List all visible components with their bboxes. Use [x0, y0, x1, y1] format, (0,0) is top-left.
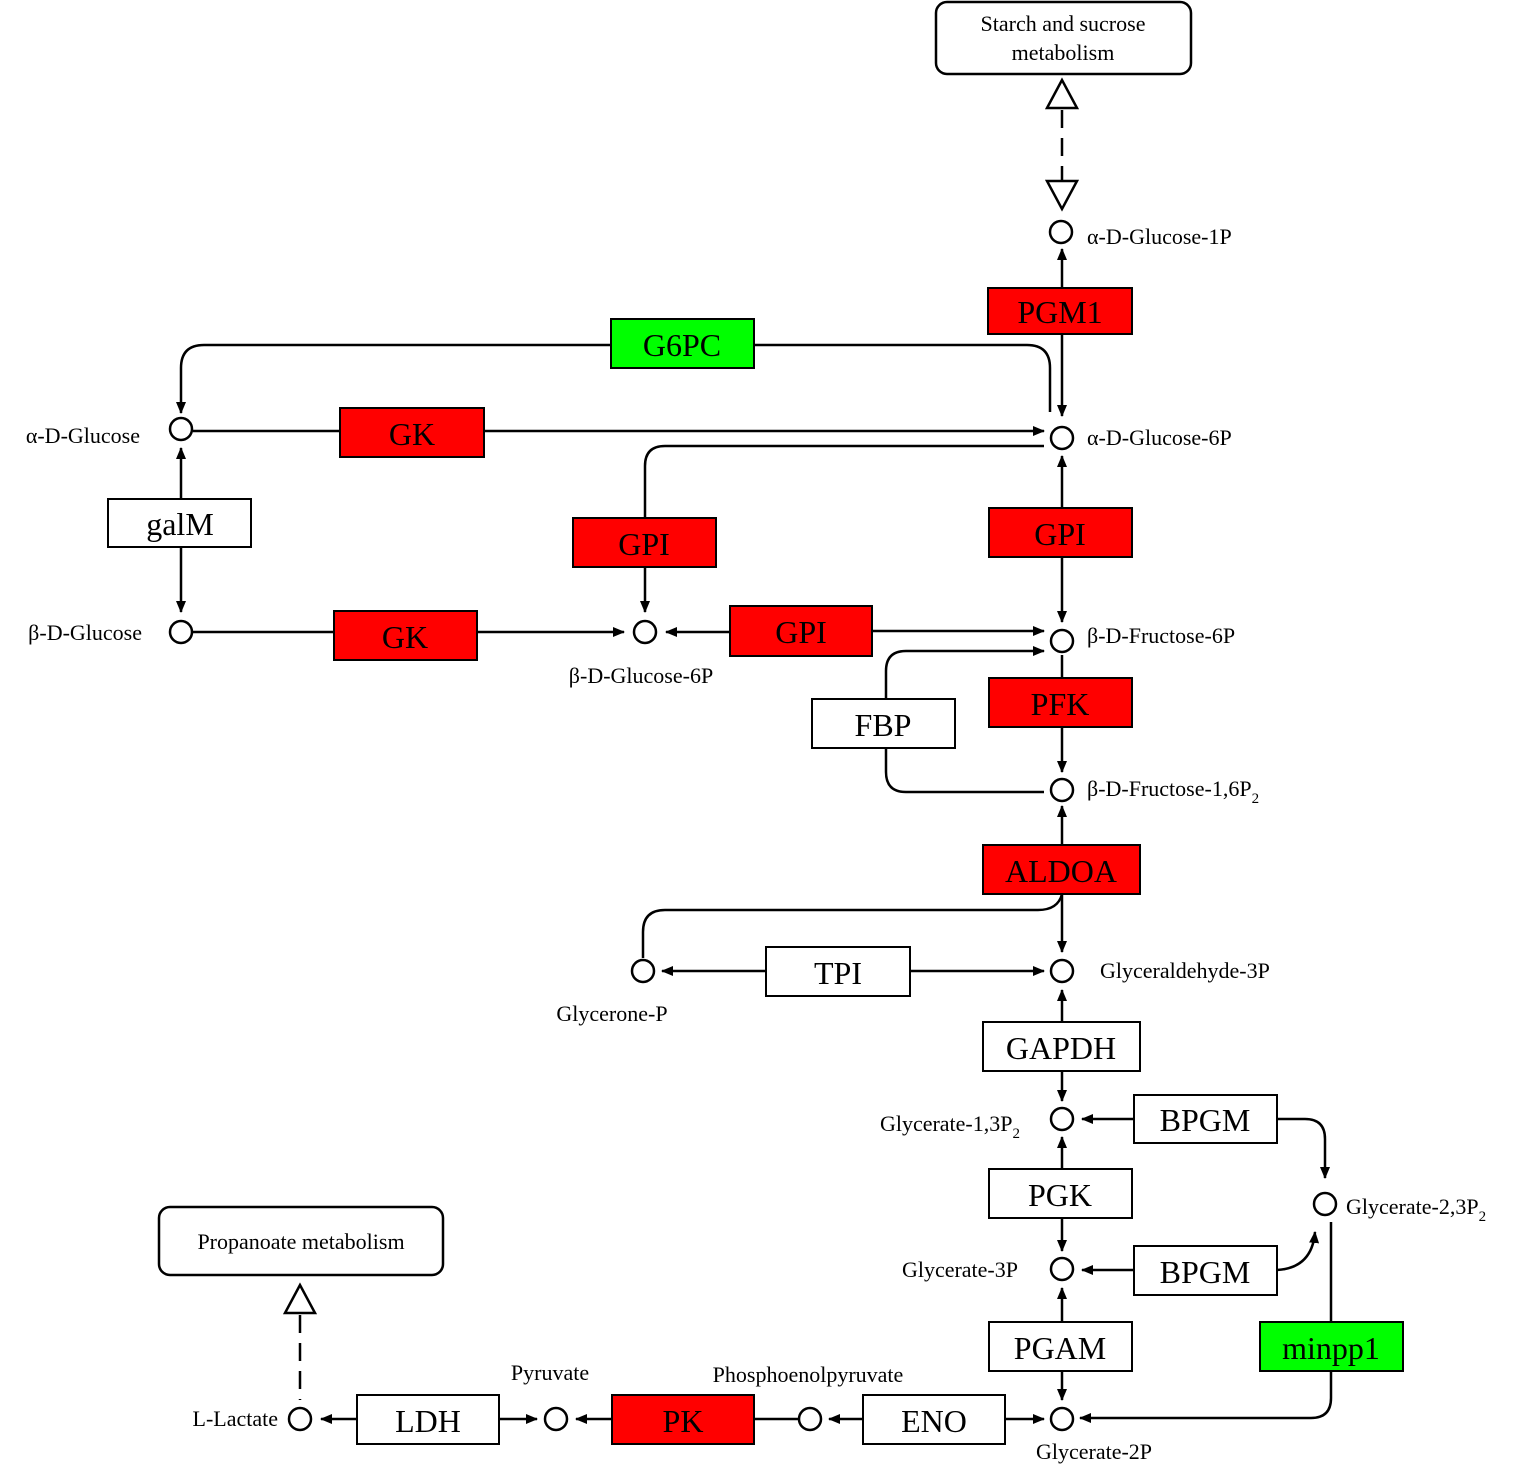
enzyme-pgk-label: PGK: [1028, 1177, 1092, 1213]
node-alpha-glucose-6p[interactable]: [1049, 425, 1075, 451]
enzyme-pfk-label: PFK: [1031, 686, 1090, 722]
label-glycerate-3p: Glycerate-3P: [902, 1257, 1018, 1282]
enzyme-bpgm-2[interactable]: BPGM: [1133, 1245, 1278, 1296]
enzyme-bpgm-1-label: BPGM: [1160, 1102, 1251, 1138]
label-glycerate-13p2-main: Glycerate-1,3P: [880, 1111, 1013, 1136]
node-glycerate-3p[interactable]: [1049, 1256, 1075, 1282]
enzyme-fbp-label: FBP: [855, 707, 912, 743]
label-l-lactate: L-Lactate: [193, 1406, 279, 1431]
propanoate-link-arrow: [282, 1282, 318, 1315]
propanoate-link[interactable]: Propanoate metabolism: [157, 1205, 445, 1277]
enzyme-bpgm-2-label: BPGM: [1160, 1254, 1251, 1290]
enzyme-gpi-right[interactable]: GPI: [988, 507, 1133, 558]
edge-minpp1-bottom: [1079, 1371, 1333, 1423]
enzyme-pk[interactable]: PK: [611, 1394, 755, 1445]
enzyme-boxes: PGM1 G6PC GK galM GPI GPI GK GPI: [107, 287, 1404, 1445]
enzyme-aldoa[interactable]: ALDOA: [982, 844, 1141, 895]
enzyme-pgk[interactable]: PGK: [988, 1168, 1133, 1219]
node-beta-glucose-6p[interactable]: [632, 619, 658, 645]
label-glycerate-23p2-main: Glycerate-2,3P: [1346, 1194, 1479, 1219]
enzyme-pgam-label: PGAM: [1014, 1330, 1106, 1366]
enzyme-aldoa-label: ALDOA: [1005, 853, 1117, 889]
enzyme-pgm1-label: PGM1: [1017, 294, 1102, 330]
label-glycerate-13p2: Glycerate-1,3P2: [880, 1111, 1020, 1142]
enzyme-ldh[interactable]: LDH: [356, 1394, 500, 1445]
node-alpha-glucose[interactable]: [168, 416, 194, 442]
enzyme-gk-alpha-label: GK: [389, 416, 435, 452]
node-glycerate-2p[interactable]: [1049, 1406, 1075, 1432]
node-beta-fructose-6p[interactable]: [1049, 628, 1075, 654]
enzyme-gapdh-label: GAPDH: [1006, 1030, 1116, 1066]
enzyme-g6pc[interactable]: G6PC: [610, 318, 755, 369]
enzyme-gpi-left-label: GPI: [618, 526, 670, 562]
label-glyceraldehyde-3p: Glyceraldehyde-3P: [1100, 958, 1270, 983]
enzyme-gpi-left[interactable]: GPI: [572, 517, 717, 568]
enzyme-ldh-label: LDH: [395, 1403, 461, 1439]
starch-sucrose-link[interactable]: Starch and sucrose metabolism: [934, 0, 1193, 76]
label-glycerate-2p: Glycerate-2P: [1036, 1439, 1152, 1464]
label-alpha-glucose: α-D-Glucose: [26, 423, 140, 448]
enzyme-eno[interactable]: ENO: [862, 1394, 1006, 1445]
starch-link-line1: Starch and sucrose: [981, 11, 1146, 36]
label-beta-glucose: β-D-Glucose: [28, 620, 142, 645]
enzyme-gk-beta-label: GK: [382, 619, 428, 655]
metabolite-nodes: [168, 219, 1338, 1432]
enzyme-bpgm-1[interactable]: BPGM: [1133, 1094, 1278, 1144]
node-pyruvate[interactable]: [543, 1406, 569, 1432]
enzyme-tpi-label: TPI: [814, 955, 862, 991]
node-glycerone-p[interactable]: [630, 958, 656, 984]
enzyme-pgm1[interactable]: PGM1: [987, 287, 1133, 335]
enzyme-pk-label: PK: [663, 1403, 704, 1439]
label-alpha-glucose-6p: α-D-Glucose-6P: [1087, 425, 1232, 450]
enzyme-gk-beta[interactable]: GK: [333, 610, 478, 661]
starch-link-up-arrow: [1044, 77, 1080, 110]
enzyme-fbp[interactable]: FBP: [811, 698, 956, 749]
label-beta-glucose-6p: β-D-Glucose-6P: [569, 663, 713, 688]
node-glycerate-23p2[interactable]: [1312, 1191, 1338, 1217]
label-beta-fructose-16p2-sub: 2: [1252, 791, 1260, 807]
edge-bpgm1-right: [1277, 1117, 1330, 1179]
label-beta-fructose-6p: β-D-Fructose-6P: [1087, 623, 1235, 648]
enzyme-gapdh[interactable]: GAPDH: [982, 1021, 1141, 1072]
enzyme-gk-alpha[interactable]: GK: [339, 407, 485, 458]
label-beta-fructose-16p2-main: β-D-Fructose-1,6P: [1087, 776, 1252, 801]
node-alpha-glucose-1p[interactable]: [1048, 219, 1074, 245]
starch-link-line2: metabolism: [1012, 40, 1115, 65]
enzyme-tpi[interactable]: TPI: [765, 946, 911, 997]
enzyme-eno-label: ENO: [901, 1403, 967, 1439]
node-glycerate-13p2[interactable]: [1049, 1106, 1075, 1132]
enzyme-minpp1[interactable]: minpp1: [1259, 1321, 1404, 1372]
enzyme-minpp1-label: minpp1: [1282, 1330, 1380, 1366]
label-pyruvate: Pyruvate: [511, 1360, 589, 1385]
node-phosphoenolpyruvate[interactable]: [797, 1406, 823, 1432]
node-glyceraldehyde-3p[interactable]: [1049, 958, 1075, 984]
propanoate-link-label: Propanoate metabolism: [197, 1229, 404, 1254]
node-beta-glucose[interactable]: [168, 619, 194, 645]
enzyme-gpi-right-label: GPI: [1034, 516, 1086, 552]
enzyme-pfk[interactable]: PFK: [988, 677, 1133, 728]
label-glycerate-13p2-sub: 2: [1013, 1126, 1021, 1142]
label-glycerate-23p2-sub: 2: [1479, 1209, 1487, 1225]
enzyme-g6pc-label: G6PC: [643, 327, 721, 363]
node-beta-fructose-16p2[interactable]: [1049, 777, 1075, 803]
label-phosphoenolpyruvate: Phosphoenolpyruvate: [713, 1362, 904, 1387]
label-glycerone-p: Glycerone-P: [556, 1001, 667, 1026]
label-glycerate-23p2: Glycerate-2,3P2: [1346, 1194, 1486, 1225]
label-alpha-glucose-1p: α-D-Glucose-1P: [1087, 224, 1232, 249]
node-l-lactate[interactable]: [287, 1406, 313, 1432]
edge-bpgm2-right: [1276, 1231, 1320, 1272]
starch-link-down-arrow: [1044, 179, 1080, 212]
enzyme-gpi-mid-label: GPI: [775, 614, 827, 650]
edge-gpi-left: [640, 444, 1044, 613]
enzyme-galm-label: galM: [146, 506, 214, 542]
enzyme-gpi-mid[interactable]: GPI: [729, 605, 873, 657]
metabolite-labels: α-D-Glucose-1P α-D-Glucose α-D-Glucose-6…: [26, 224, 1486, 1464]
enzyme-galm[interactable]: galM: [107, 498, 252, 548]
edge-aldoa-glycerone: [641, 893, 1064, 958]
enzyme-pgam[interactable]: PGAM: [988, 1321, 1133, 1372]
label-beta-fructose-16p2: β-D-Fructose-1,6P2: [1087, 776, 1259, 807]
